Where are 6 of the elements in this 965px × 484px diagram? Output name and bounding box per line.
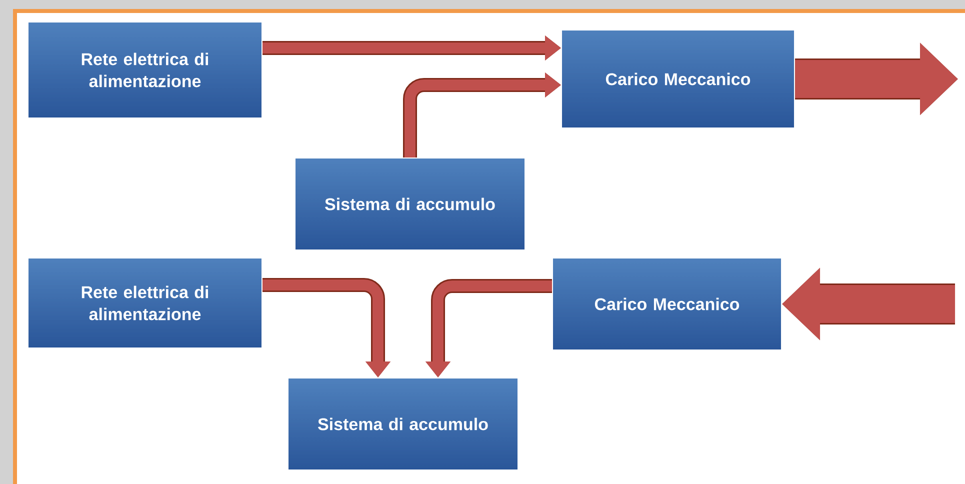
process-box: Carico Meccanico — [552, 258, 782, 350]
process-box: Sistema di accumulo — [294, 158, 526, 250]
process-box: Sistema di accumulo — [288, 378, 518, 470]
process-box: Rete elettrica di alimentazione — [28, 22, 262, 118]
process-box: Rete elettrica di alimentazione — [28, 258, 262, 348]
process-box: Carico Meccanico — [561, 30, 796, 128]
